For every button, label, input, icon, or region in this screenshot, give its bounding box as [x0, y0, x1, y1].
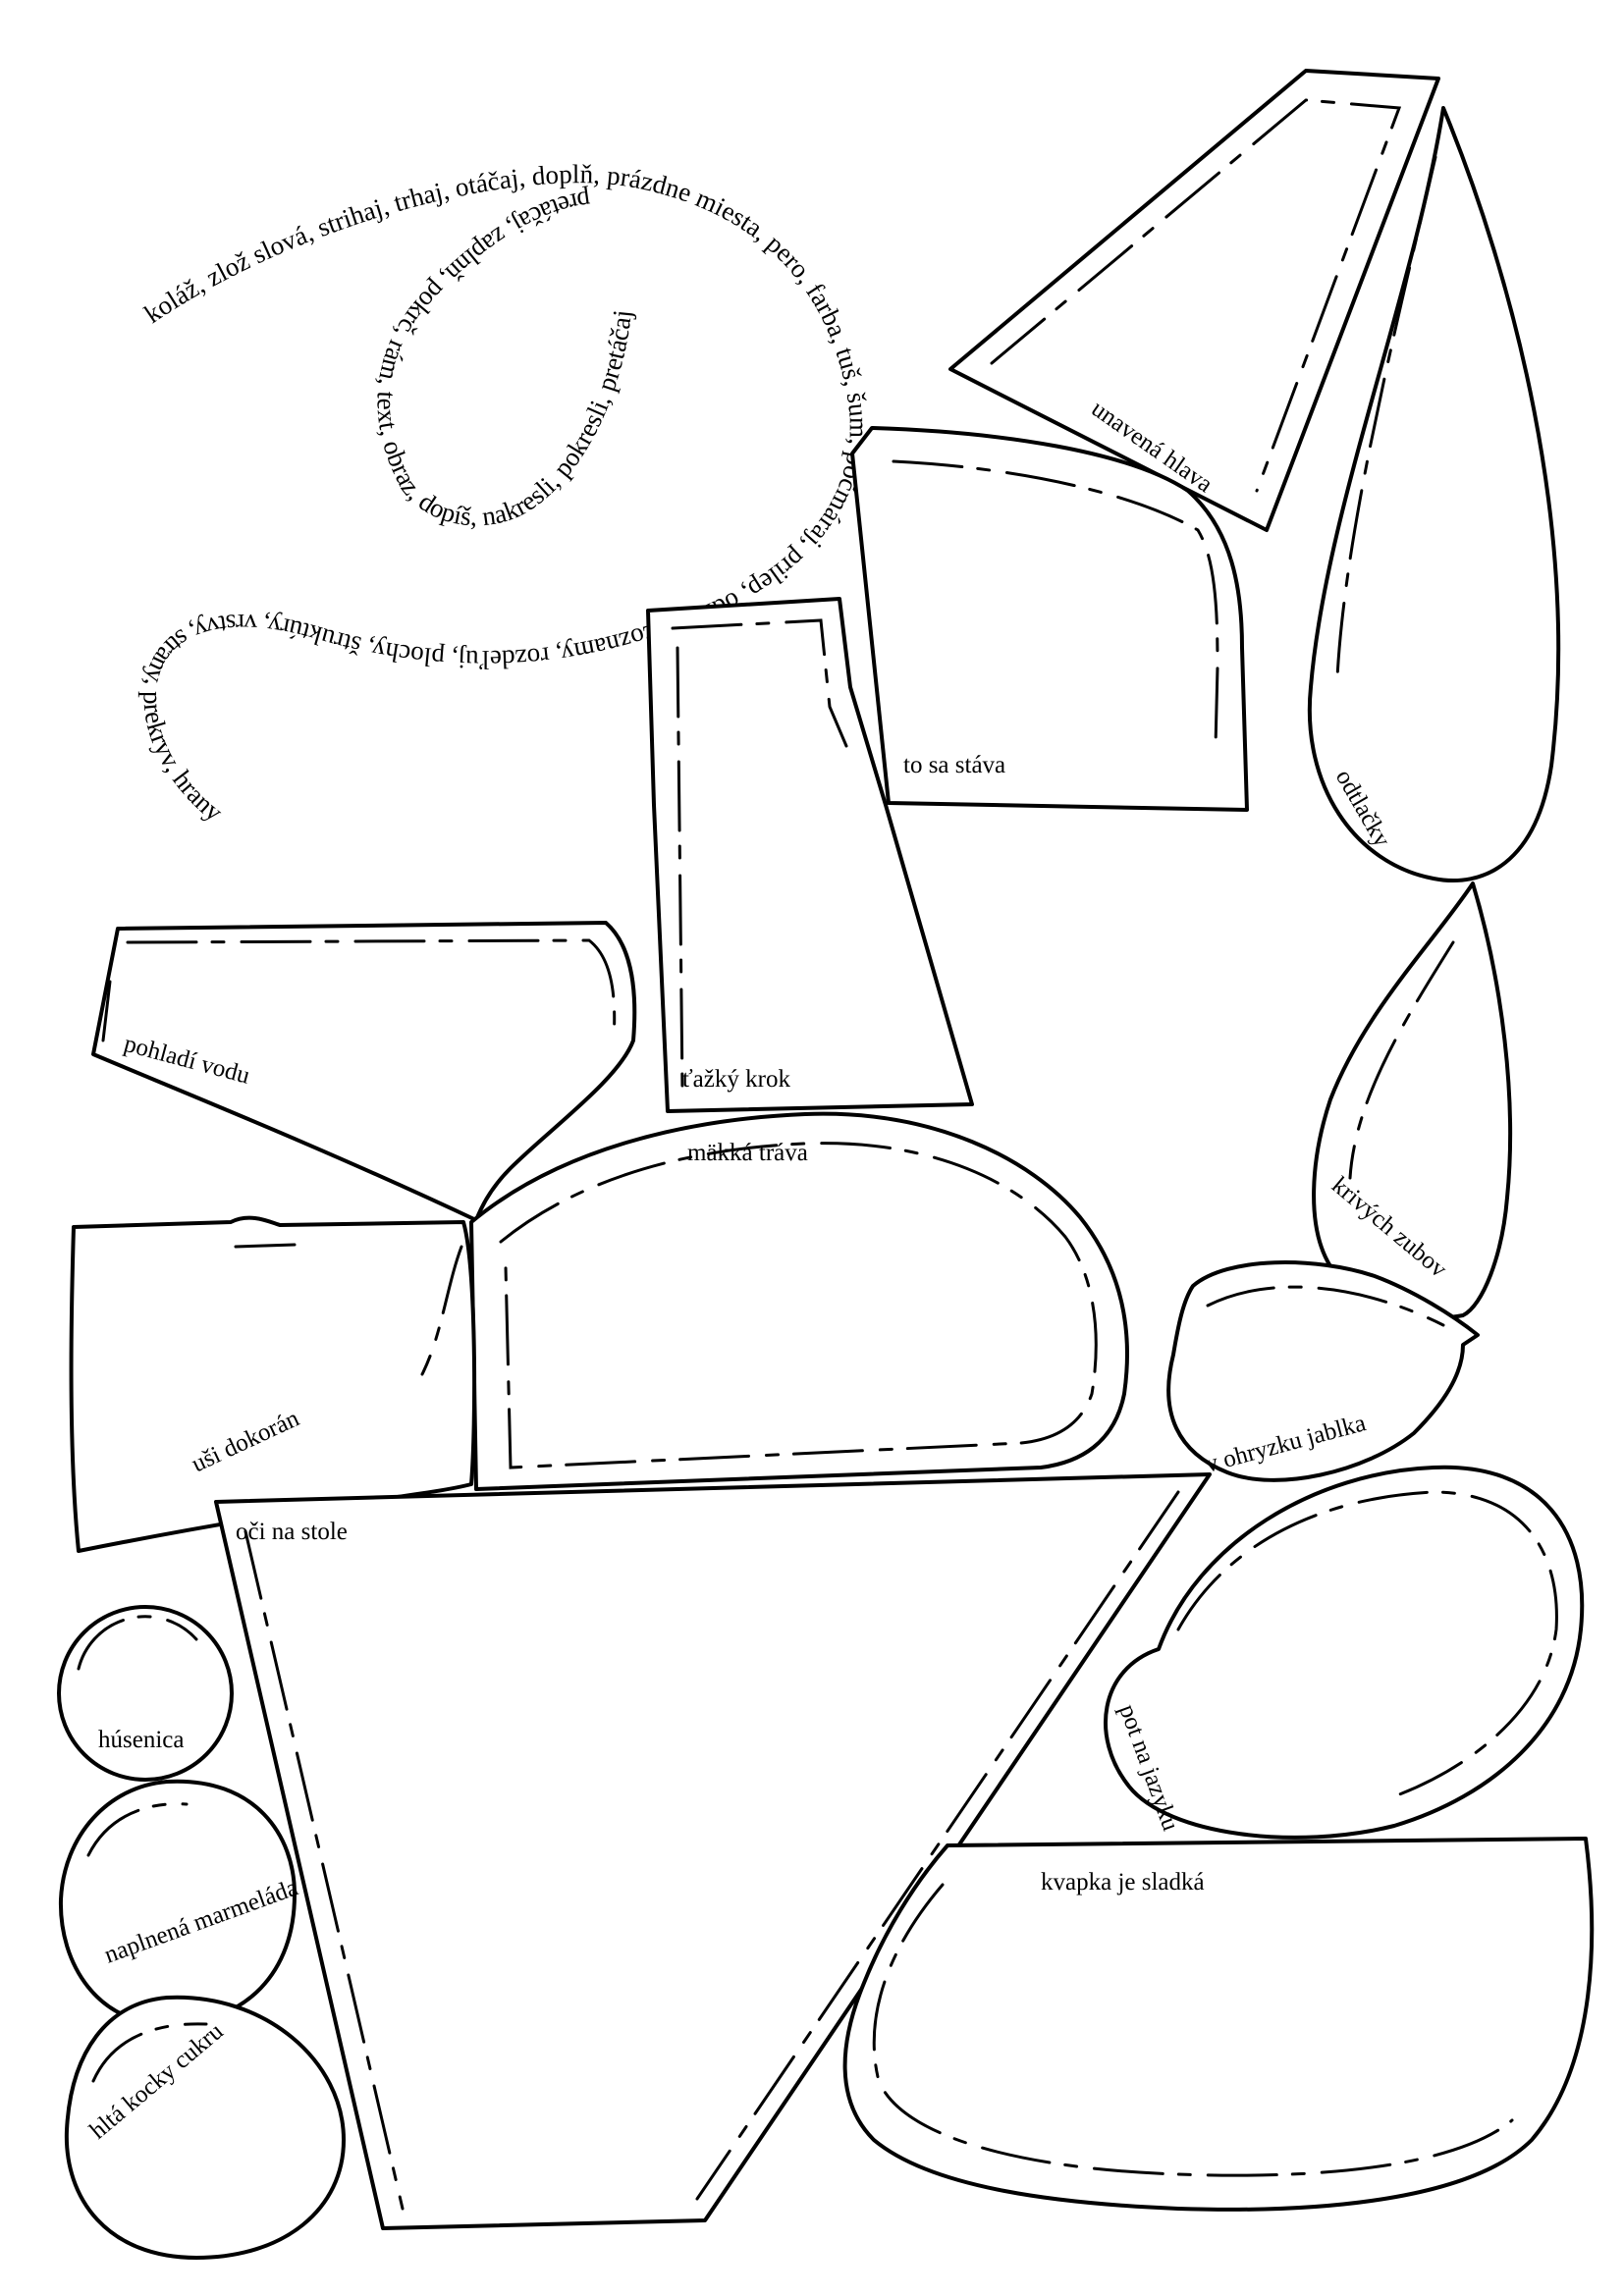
label-oci-na-stole: oči na stole: [236, 1519, 348, 1545]
shape-tall-teardrop: [1307, 106, 1561, 883]
shape-block-to-sa-stava: [850, 426, 1249, 812]
curl-text-line-2: pretáčaj, zaplnň, pokrč, rám, text, obra…: [371, 186, 636, 531]
label-makka-trava: mäkká tráva: [687, 1140, 808, 1166]
shape-circle-cukor: [64, 1995, 346, 2260]
shape-egg: [1104, 1465, 1585, 1840]
shape-bowl: [842, 1837, 1595, 2212]
label-tazky-krok: ťažký krok: [682, 1066, 790, 1093]
shape-block-makka-trava: [469, 1111, 1129, 1491]
shape-apple-core: [1166, 1260, 1480, 1482]
label-husenica: húsenica: [98, 1727, 184, 1753]
shape-block-tazky-krok: [646, 597, 974, 1113]
shape-big-trapezoid: [214, 1472, 1212, 2230]
shape-block-pohladi-vodu: [91, 921, 637, 1222]
label-to-sa-stava: to sa stáva: [903, 752, 1005, 778]
shape-circle-husenica: [57, 1605, 234, 1782]
shape-block-usi-dokoran: [69, 1215, 477, 1553]
label-kvapka-je-sladka: kvapka je sladká: [1041, 1869, 1205, 1896]
